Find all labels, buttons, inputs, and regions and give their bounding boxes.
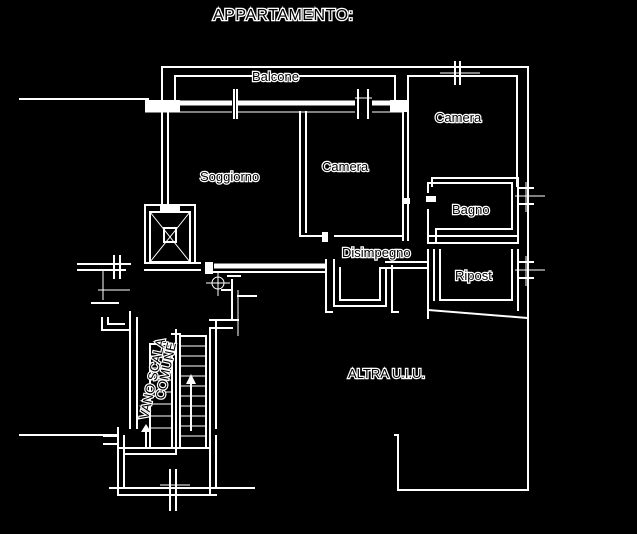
stair-well xyxy=(103,311,255,511)
elevator-shaft xyxy=(144,204,201,271)
label-disimpegno: Disimpegno xyxy=(342,245,411,260)
entry-landing xyxy=(77,255,257,336)
label-camera-right: Camera xyxy=(435,110,482,125)
stair-steps xyxy=(150,345,206,437)
plan-title: APPARTAMENTO: xyxy=(213,7,353,24)
label-ripost: Ripost xyxy=(455,268,492,283)
label-soggiorno: Soggiorno xyxy=(200,169,259,184)
label-bagno: Bagno xyxy=(452,202,490,217)
interior-walls xyxy=(213,111,545,491)
stair-arrow-icon xyxy=(141,374,196,447)
label-altra-uiu: ALTRA U.I.U. xyxy=(348,366,425,381)
room-labels: APPARTAMENTO: Balcone Camera Camera Sogg… xyxy=(135,6,493,422)
label-balcone: Balcone xyxy=(252,69,299,84)
exterior-walls xyxy=(145,61,480,206)
label-camera-center: Camera xyxy=(322,159,369,174)
